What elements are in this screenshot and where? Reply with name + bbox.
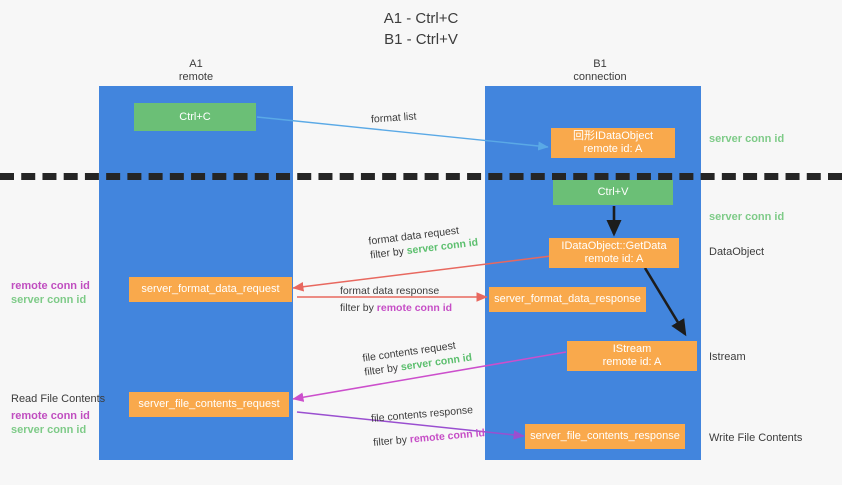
- side-label-server-conn-id-1: server conn id: [11, 294, 87, 306]
- side-label-write-file-contents-text: Write File Contents: [709, 432, 803, 444]
- node-idataobject-getdata[interactable]: IDataObject::GetData remote id: A: [549, 238, 679, 268]
- node-server-file-contents-response-label: server_file_contents_response: [530, 430, 680, 442]
- side-label-write-file-contents: Write File Contents: [709, 431, 802, 445]
- title-line-2: B1 - Ctrl+V: [384, 31, 458, 48]
- node-server-file-contents-request[interactable]: server_file_contents_request: [129, 392, 289, 417]
- node-ctrl-v-label: Ctrl+V: [597, 186, 629, 198]
- node-server-format-data-response[interactable]: server_format_data_response: [489, 287, 646, 312]
- side-label-remote-conn-id-2: remote conn id: [11, 410, 90, 422]
- fmt-res-prefix: filter by: [340, 302, 377, 314]
- node-istream-line2: remote id: A: [602, 356, 662, 368]
- side-label-server-conn-id-mid: server conn id: [709, 210, 784, 224]
- title-line-1: A1 - Ctrl+C: [383, 10, 459, 27]
- arrow-file-contents-request: [292, 351, 567, 402]
- side-label-dataobject: DataObject: [709, 245, 764, 259]
- phase-divider: [0, 173, 842, 180]
- side-label-server-conn-id-mid-text: server conn id: [709, 211, 785, 223]
- arrow-getdata-to-istream: [643, 267, 687, 337]
- edge-label-format-data-response-line1: format data response: [340, 285, 440, 297]
- lane-a1-sub: remote: [178, 71, 214, 83]
- node-ctrl-c-label: Ctrl+C: [179, 110, 211, 123]
- side-label-istream-text: Istream: [709, 351, 746, 363]
- side-label-conn-ids-upper: remote conn id server conn id: [11, 279, 90, 307]
- node-server-format-data-request-label: server_format_data_request: [141, 283, 280, 295]
- edge-label-format-data-response-line2: filter by remote conn id: [340, 301, 452, 315]
- node-idataobject-top-line1: 回形IDataObject: [572, 130, 654, 142]
- node-ctrl-v[interactable]: Ctrl+V: [553, 180, 673, 205]
- node-server-file-contents-response[interactable]: server_file_contents_response: [525, 424, 685, 449]
- lane-b1-sub: connection: [573, 71, 627, 83]
- lane-header-b1: B1 connection: [538, 58, 662, 84]
- lane-header-a1: A1 remote: [140, 58, 252, 84]
- page-title: A1 - Ctrl+C B1 - Ctrl+V: [0, 8, 842, 50]
- node-idataobject-getdata-line2: remote id: A: [584, 253, 644, 265]
- node-idataobject-getdata-line1: IDataObject::GetData: [561, 240, 667, 252]
- file-res-prefix: filter by: [372, 433, 411, 449]
- arrow-format-list: [256, 116, 549, 151]
- side-label-read-file-contents: Read File Contents: [11, 393, 106, 405]
- fmt-res-key: remote conn id: [376, 302, 453, 314]
- lane-b1-name: B1: [593, 58, 607, 70]
- arrow-file-contents-response: [296, 411, 525, 440]
- node-idataobject-top-line2: remote id: A: [583, 143, 643, 155]
- arrow-format-data-request: [292, 255, 552, 292]
- node-istream-line1: IStream: [612, 343, 652, 355]
- node-idataobject-top[interactable]: 回形IDataObject remote id: A: [551, 128, 675, 158]
- side-label-server-conn-id-2: server conn id: [11, 424, 87, 436]
- node-istream[interactable]: IStream remote id: A: [567, 341, 697, 371]
- node-ctrl-c[interactable]: Ctrl+C: [134, 103, 256, 131]
- side-label-istream: Istream: [709, 350, 746, 364]
- side-label-remote-conn-id-1: remote conn id: [11, 280, 90, 292]
- edge-label-format-data-response: format data response filter by remote co…: [340, 284, 452, 315]
- side-label-server-conn-id-top-text: server conn id: [709, 133, 785, 145]
- edge-label-format-list-text: format list: [370, 110, 417, 126]
- side-label-read-file-contents-group: Read File Contents remote conn id server…: [11, 392, 105, 437]
- side-label-server-conn-id-top: server conn id: [709, 132, 784, 146]
- node-server-format-data-response-label: server_format_data_response: [494, 293, 641, 305]
- lane-a1-name: A1: [189, 58, 203, 70]
- node-server-format-data-request[interactable]: server_format_data_request: [129, 277, 292, 302]
- node-server-file-contents-request-label: server_file_contents_request: [138, 398, 280, 410]
- side-label-dataobject-text: DataObject: [709, 246, 765, 258]
